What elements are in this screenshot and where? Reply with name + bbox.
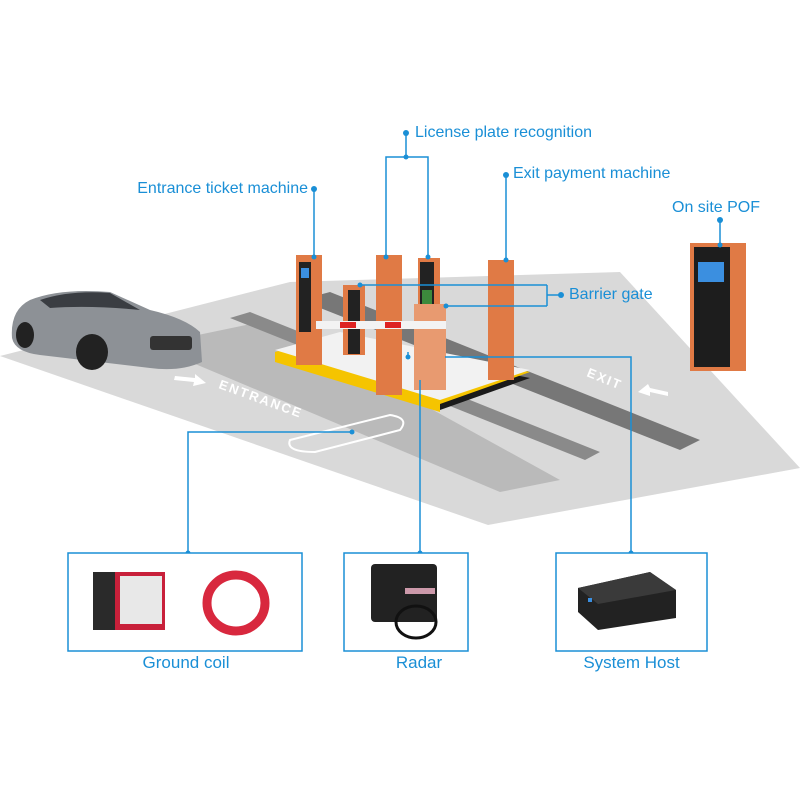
ground-coil-wire-image: [202, 570, 270, 636]
label-exit-payment-machine: Exit payment machine: [513, 165, 671, 182]
radar-image: [371, 564, 438, 640]
connector-lines: [187, 133, 721, 553]
caption-radar: Radar: [395, 653, 443, 672]
entrance-ticket-machine: [296, 255, 322, 365]
label-on-site-pof: On site POF: [672, 199, 761, 216]
system-host-image: [578, 572, 676, 630]
label-license-plate-recognition: License plate recognition: [415, 124, 593, 141]
caption-ground-coil: Ground coil: [142, 653, 230, 672]
exit-arrow-icon: [638, 384, 668, 396]
ground-coil-detector-image: [93, 572, 165, 630]
entrance-arrow-icon: [174, 374, 206, 386]
on-site-pof-kiosk: [690, 243, 746, 371]
caption-system-host: System Host: [583, 653, 680, 672]
label-entrance-ticket-machine: Entrance ticket machine: [137, 180, 308, 197]
barrier-gate: [316, 285, 446, 390]
lane-stripe-left: [150, 320, 560, 492]
safety-island-top: [275, 332, 530, 400]
label-barrier-gate: Barrier gate: [569, 286, 653, 303]
exit-payment-machine: [488, 260, 514, 380]
ground-loop-outline: [288, 413, 405, 454]
car: [11, 291, 203, 370]
